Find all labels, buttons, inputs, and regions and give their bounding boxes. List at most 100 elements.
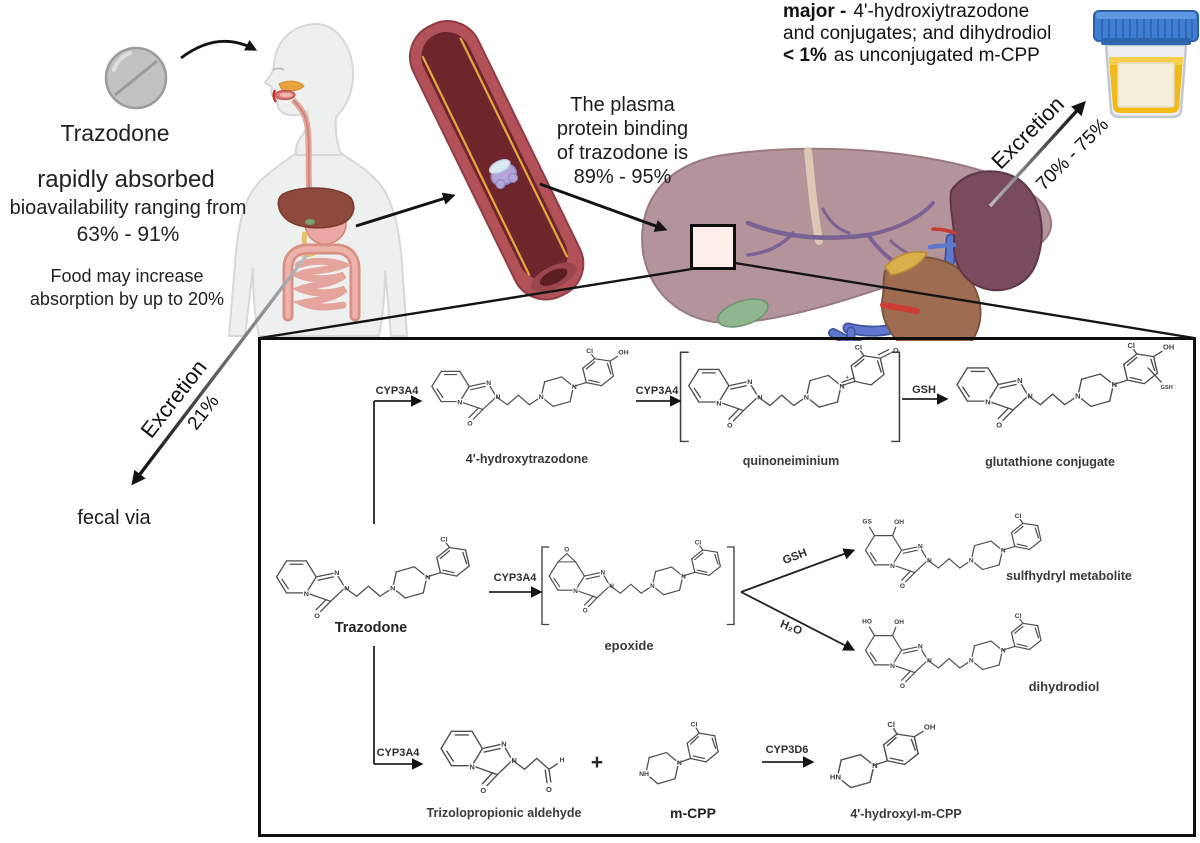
- svg-text:N: N: [572, 384, 577, 391]
- svg-text:N: N: [425, 575, 430, 582]
- svg-text:N: N: [390, 586, 395, 593]
- molecule-4-hydroxytrazodone: ONNNNNClOH: [420, 346, 632, 446]
- cup-label: [1117, 62, 1175, 108]
- svg-text:N: N: [681, 573, 686, 580]
- svg-text:O: O: [546, 785, 552, 794]
- svg-text:O: O: [583, 608, 588, 615]
- svg-text:O: O: [480, 786, 486, 795]
- svg-text:GSH: GSH: [1161, 385, 1173, 391]
- molecule-quinoneiminium: ONNNNNO+Cl: [676, 342, 904, 450]
- cup-lid-top: [1096, 12, 1196, 19]
- drug-molecule-cap: [488, 158, 511, 175]
- svg-text:Cl: Cl: [1015, 513, 1022, 520]
- food-note-line1: Food may increase: [50, 266, 204, 286]
- svg-text:N: N: [918, 644, 923, 651]
- svg-text:O: O: [564, 547, 569, 554]
- svg-text:OH: OH: [618, 350, 628, 357]
- svg-text:Cl: Cl: [1127, 341, 1134, 350]
- food-note: Food may increase absorption by up to 20…: [17, 265, 237, 311]
- molecule-4-hydroxy-mcpp: HNNClOH: [822, 718, 947, 809]
- metabolites-note-rest3: as unconjugated m-CPP: [833, 45, 1040, 66]
- svg-text:OH: OH: [894, 519, 904, 526]
- svg-text:OH: OH: [894, 619, 904, 626]
- svg-text:O: O: [727, 423, 733, 430]
- compound-sulfhydryl-metabolite: sulfhydryl metabolite: [1006, 569, 1132, 583]
- compound-quinoneiminium: quinoneiminium: [742, 454, 840, 468]
- svg-text:GS: GS: [862, 518, 871, 525]
- metabolites-note-line2: and conjugates; and dihydrodiol: [783, 23, 1052, 44]
- svg-text:N: N: [839, 383, 844, 390]
- svg-text:N: N: [486, 380, 491, 387]
- svg-text:N: N: [1075, 392, 1080, 401]
- molecule-epoxide: ONNNONNCl: [538, 538, 738, 632]
- svg-text:N: N: [469, 762, 474, 771]
- falciform-ligament: [804, 147, 823, 245]
- pill-icon: [104, 46, 168, 110]
- compound-4-hydroxyl-mcpp: 4'-hydroxyl-m-CPP: [850, 807, 962, 821]
- compound-dihydrodiol: dihydrodiol: [1028, 679, 1100, 694]
- compound-4-hydroxytrazodone: 4'-hydroxytrazodone: [465, 452, 589, 466]
- svg-text:Cl: Cl: [855, 345, 862, 352]
- compound-triazolopropionic-aldehyde: Trizolopropionic aldehyde: [426, 806, 582, 820]
- svg-text:N: N: [334, 570, 339, 577]
- metabolites-note-bold1: major -: [783, 1, 847, 22]
- svg-text:N: N: [512, 756, 517, 765]
- svg-text:O: O: [996, 421, 1002, 430]
- svg-text:N: N: [890, 663, 895, 670]
- svg-text:N: N: [1027, 392, 1032, 401]
- molecule-sulfhydryl-metabolite: ONNNGSOHNNCl: [854, 511, 1059, 608]
- compound-glutathione-conjugate: glutathione conjugate: [985, 455, 1115, 469]
- metabolism-zoom-box: [258, 337, 1196, 837]
- absorption-line2: bioavailability ranging from: [9, 197, 247, 219]
- svg-text:N: N: [716, 401, 721, 408]
- magnifier-square: [690, 224, 736, 270]
- svg-text:O: O: [893, 347, 899, 354]
- tongue: [279, 92, 293, 98]
- svg-text:N: N: [650, 583, 655, 590]
- plasma-protein-lobe-right: [508, 172, 519, 183]
- svg-text:O: O: [900, 683, 905, 690]
- metabolites-note-line3: < 1% as unconjugated m-CPP: [783, 45, 1113, 67]
- svg-text:HO: HO: [862, 618, 872, 625]
- eye-line: [272, 67, 285, 71]
- svg-text:+: +: [846, 375, 849, 381]
- svg-text:N: N: [804, 395, 809, 402]
- cup-lid-ribs: [1101, 19, 1193, 39]
- plasma-protein-lobe-left: [495, 179, 506, 190]
- svg-text:Cl: Cl: [440, 537, 447, 544]
- svg-text:N: N: [539, 394, 544, 401]
- svg-text:O: O: [900, 583, 905, 590]
- svg-text:O: O: [314, 613, 320, 620]
- absorption-line1: rapidly absorbed: [37, 166, 215, 193]
- svg-text:N: N: [677, 760, 682, 767]
- svg-text:OH: OH: [1163, 343, 1174, 352]
- enzyme-cyp3d6: CYP3D6: [765, 744, 809, 756]
- svg-text:Cl: Cl: [695, 540, 702, 547]
- head-silhouette: [263, 22, 355, 156]
- plasma-line3: of trazodone is: [556, 142, 689, 164]
- fecal-route-label: fecal via: [77, 507, 151, 529]
- metabolites-note-line1: major -4'-hydroxiytrazodone: [783, 1, 1113, 23]
- lips: [272, 89, 277, 103]
- drug-name: Trazodone: [60, 120, 170, 146]
- molecule-glutathione-conjugate: ONNNNNClOHGSH: [944, 340, 1178, 450]
- svg-text:N: N: [918, 544, 923, 551]
- svg-text:N: N: [890, 563, 895, 570]
- enzyme-cyp3a4-row1a: CYP3A4: [375, 385, 419, 397]
- vessel-lining-left: [421, 55, 531, 277]
- svg-text:Cl: Cl: [586, 348, 593, 355]
- svg-text:H: H: [560, 757, 565, 764]
- liver-organ-small: [277, 187, 355, 229]
- compound-epoxide: epoxide: [604, 638, 654, 653]
- svg-text:N: N: [969, 558, 974, 565]
- metabolites-note-bold3: < 1%: [783, 45, 827, 66]
- svg-text:OH: OH: [924, 723, 936, 732]
- svg-text:Cl: Cl: [1015, 613, 1022, 620]
- enzyme-gsh-row1: GSH: [912, 384, 936, 396]
- enzyme-cyp3a4-row3: CYP3A4: [376, 747, 420, 759]
- svg-text:Cl: Cl: [691, 721, 698, 728]
- svg-text:N: N: [501, 740, 506, 749]
- urine-cup-icon: [1093, 10, 1199, 119]
